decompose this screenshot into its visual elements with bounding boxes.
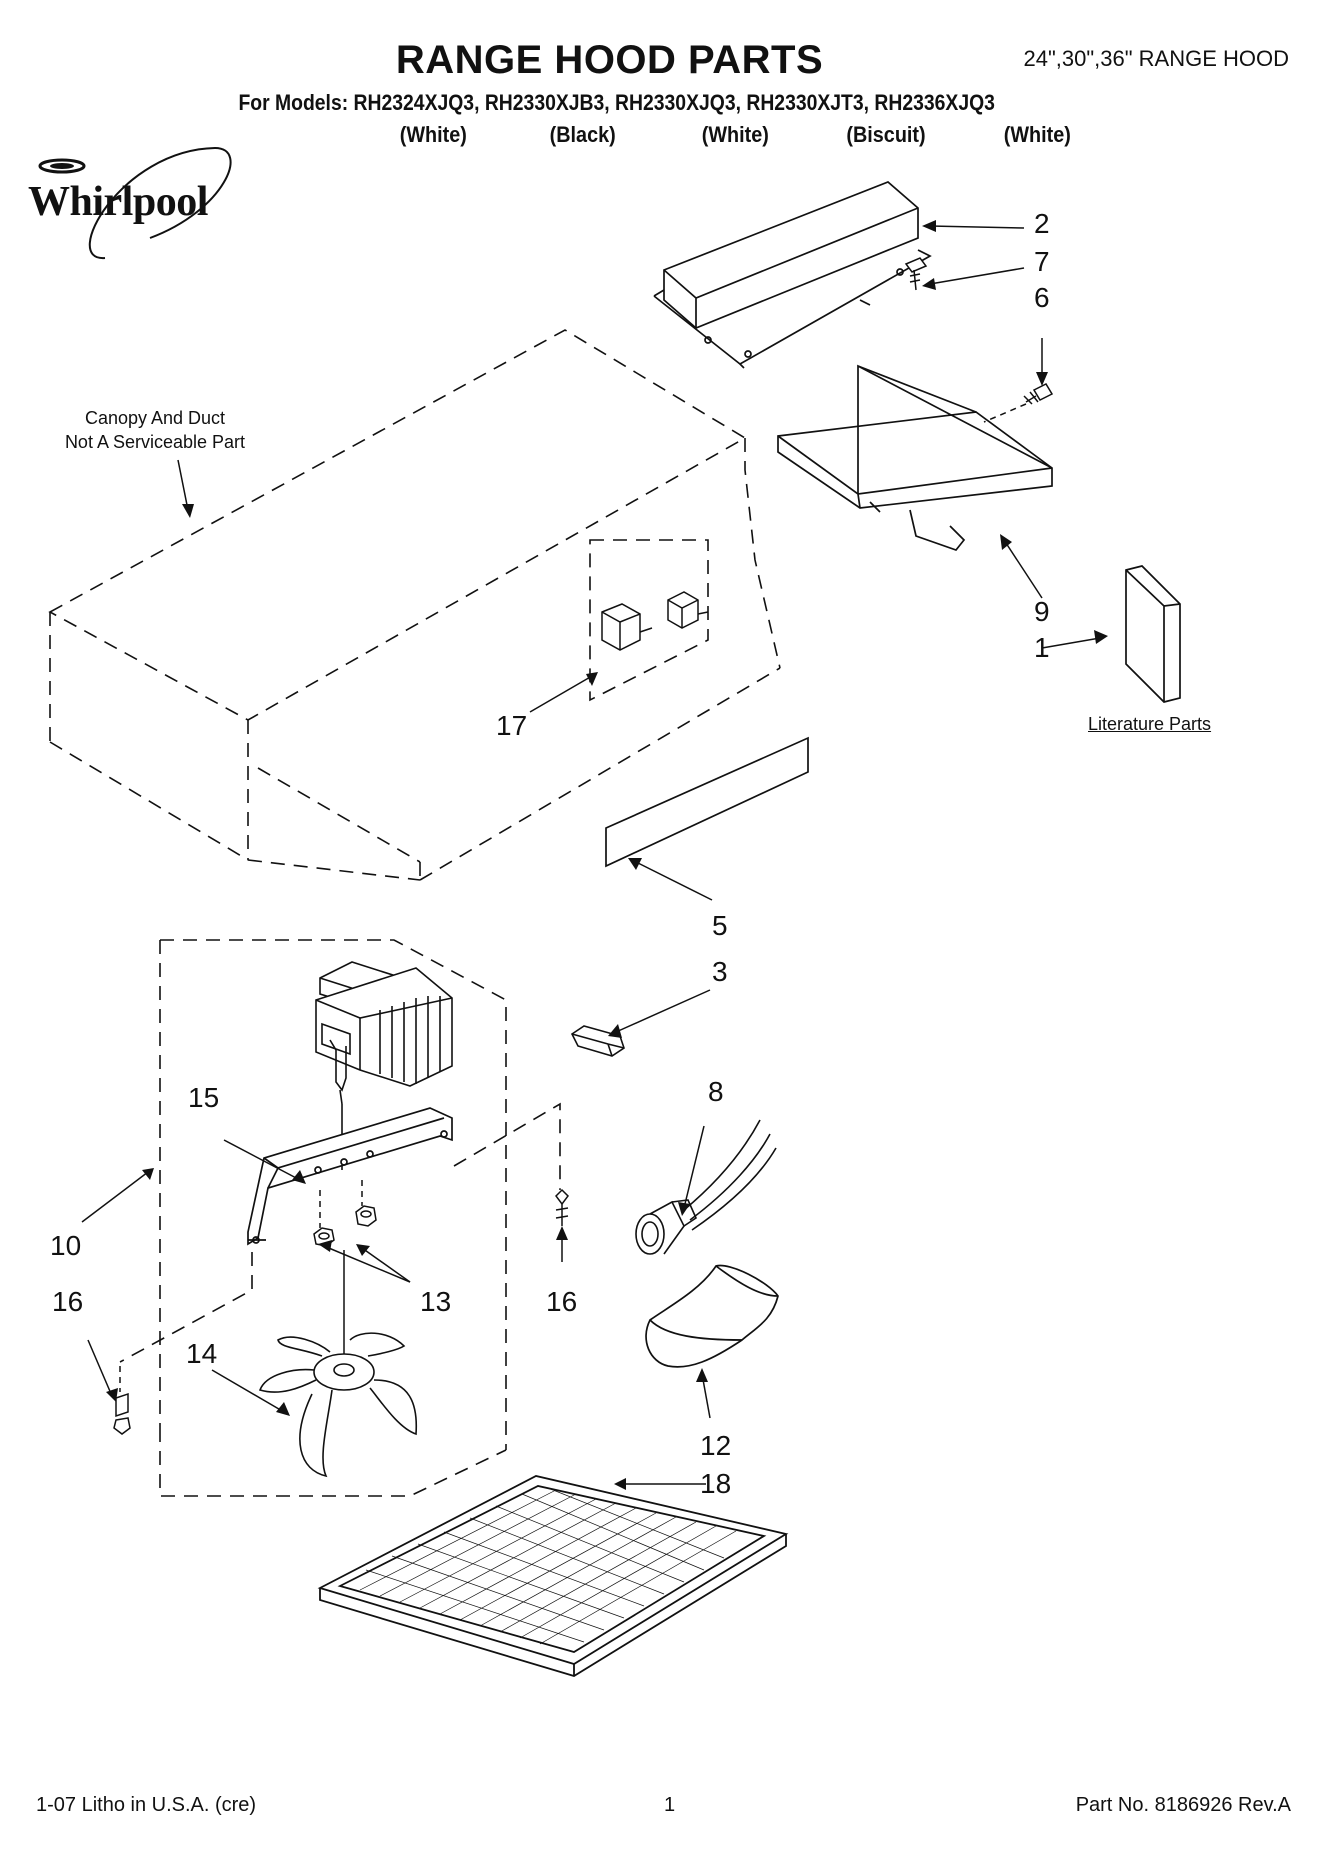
callout-13: 13 <box>420 1286 452 1317</box>
callout-8: 8 <box>708 1076 724 1107</box>
whirlpool-logo: Whirlpool <box>28 179 208 225</box>
callout-3: 3 <box>712 956 728 987</box>
screw-16-icon <box>113 1188 569 1435</box>
canopy-note: Canopy And Duct Not A Serviceable Part <box>40 406 270 454</box>
screw-7-icon <box>904 257 928 291</box>
footer-part-number: Part No. 8186926 Rev.A <box>1075 1794 1291 1816</box>
model-color-4: (Biscuit) <box>846 122 926 147</box>
callout-16-left: 16 <box>52 1286 84 1317</box>
callout-17: 17 <box>496 710 528 741</box>
arrowheads <box>106 220 1108 1490</box>
canopy-note-line-1: Canopy And Duct <box>84 408 226 428</box>
callout-7: 7 <box>1034 246 1050 277</box>
grease-filter-mesh <box>359 1487 737 1645</box>
callout-1: 1 <box>1034 632 1050 663</box>
callout-14: 14 <box>186 1338 218 1369</box>
fan-blade <box>258 1332 418 1478</box>
screw-6-icon <box>1023 383 1054 405</box>
callout-5: 5 <box>712 910 728 941</box>
callout-15: 15 <box>188 1082 220 1113</box>
callout-9: 9 <box>1034 596 1050 627</box>
callout-18: 18 <box>700 1468 732 1499</box>
footer-page-number: 1 <box>664 1794 676 1816</box>
motor-bracket <box>247 1107 453 1246</box>
model-color-2: (Black) <box>549 122 616 147</box>
light-cover <box>645 1264 779 1368</box>
footer-print-info: 1-07 Litho in U.S.A. (cre) <box>36 1794 257 1816</box>
page-title: RANGE HOOD PARTS <box>395 38 824 82</box>
leader-lines <box>81 225 1101 1485</box>
light-lens <box>605 736 809 868</box>
callout-2: 2 <box>1034 208 1050 239</box>
model-color-1: (White) <box>399 122 467 147</box>
canopy-outline <box>48 329 781 881</box>
damper-bracket <box>777 364 1053 552</box>
canopy-note-line-2: Not A Serviceable Part <box>64 432 246 452</box>
model-colors-row: (White) (Black) (White) (Biscuit) (White… <box>0 122 1339 152</box>
duct-cover <box>653 181 932 369</box>
callout-16-right: 16 <box>546 1286 578 1317</box>
literature-parts-label: Literature Parts <box>1088 714 1212 734</box>
motor <box>315 961 453 1170</box>
range-hood-size-label: 24",30",36" RANGE HOOD <box>1023 46 1289 71</box>
light-socket-harness <box>635 1119 777 1255</box>
switch-assembly <box>601 591 709 651</box>
models-line: For Models: RH2324XJQ3, RH2330XJB3, RH23… <box>238 90 995 115</box>
grease-filter <box>317 1475 789 1677</box>
callout-10: 10 <box>50 1230 82 1261</box>
blower-assembly-outline <box>119 939 561 1497</box>
literature-booklet <box>1125 565 1181 703</box>
model-color-5: (White) <box>1003 122 1071 147</box>
callout-12: 12 <box>700 1430 732 1461</box>
model-color-3: (White) <box>701 122 769 147</box>
callout-6: 6 <box>1034 282 1050 313</box>
